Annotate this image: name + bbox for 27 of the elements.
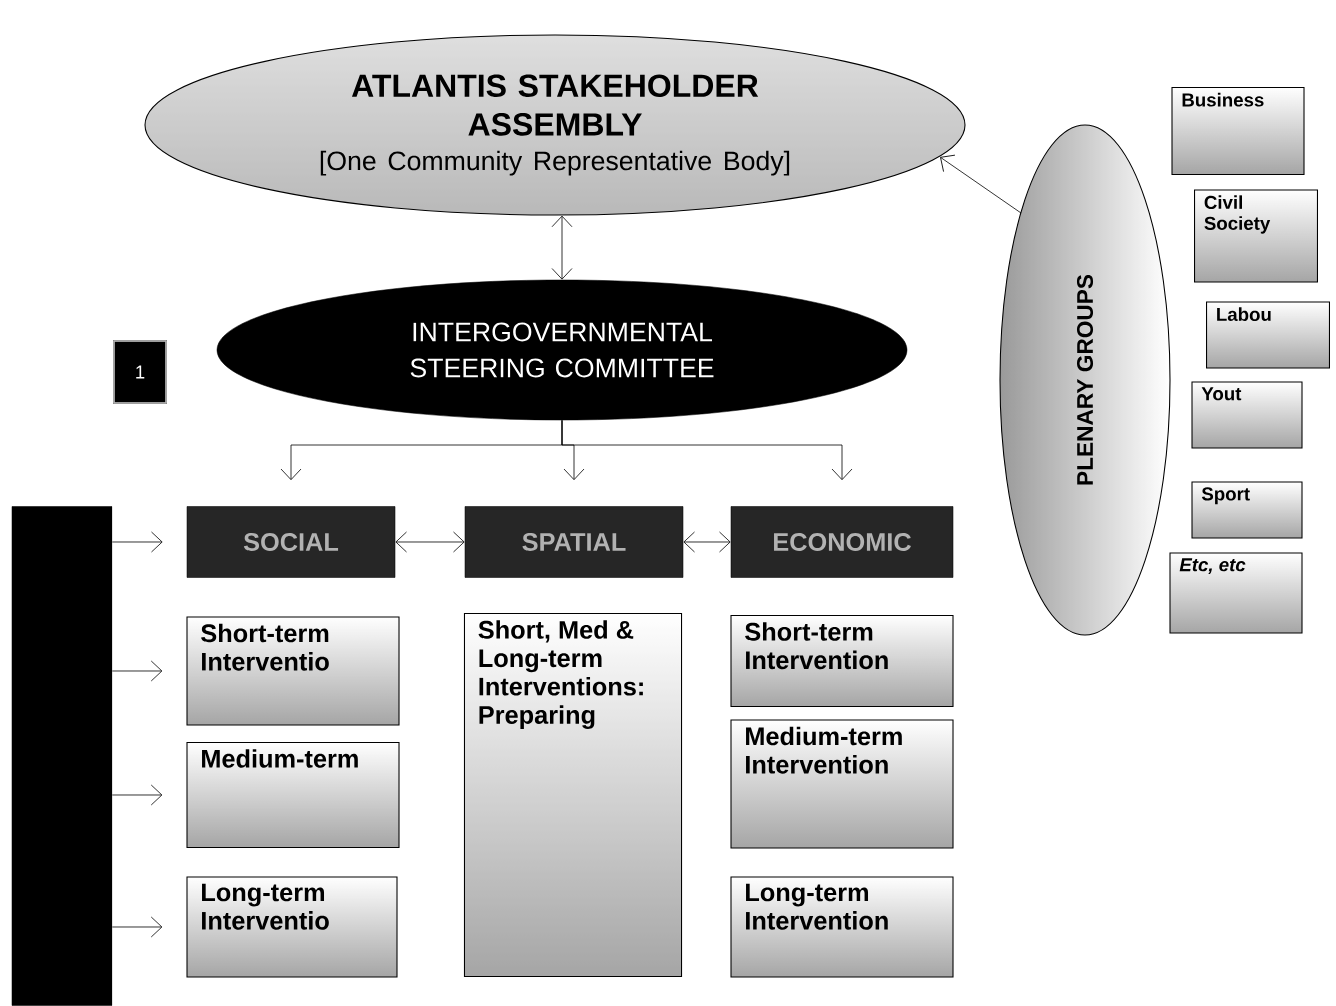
group-box: Yout: [1191, 381, 1303, 449]
heading-box: SOCIAL: [186, 506, 396, 578]
group-box: Civil Society: [1194, 189, 1318, 283]
arrow: [395, 531, 465, 553]
number-box: 1: [113, 340, 167, 404]
arrow: [111, 660, 163, 682]
heading-box: ECONOMIC: [730, 506, 954, 578]
process-box: Short-term Intervention: [730, 615, 954, 707]
arrow: [561, 419, 853, 481]
arrow: [683, 531, 731, 553]
process-box: Long-term Intervention: [730, 876, 954, 978]
process-box: Medium-term Intervention: [730, 719, 954, 849]
arrow: [111, 784, 163, 806]
group-box: Business: [1171, 87, 1305, 175]
arrow: [551, 215, 573, 280]
bar: [11, 506, 113, 1006]
group-box: Etc, etc: [1169, 552, 1303, 634]
process-box: Short-term Interventio: [186, 616, 400, 726]
arrow: [111, 531, 163, 553]
process-box: Short, Med & Long-term Interventions: Preparing: [463, 613, 683, 977]
arrow: [940, 154, 1022, 214]
process-box: Medium-term: [186, 741, 400, 849]
arrow: [111, 916, 163, 938]
group-box: Sport: [1191, 481, 1303, 539]
process-box: Long-term Interventio: [186, 876, 398, 978]
group-box: Labou: [1206, 301, 1330, 369]
heading-box: SPATIAL: [464, 506, 684, 578]
